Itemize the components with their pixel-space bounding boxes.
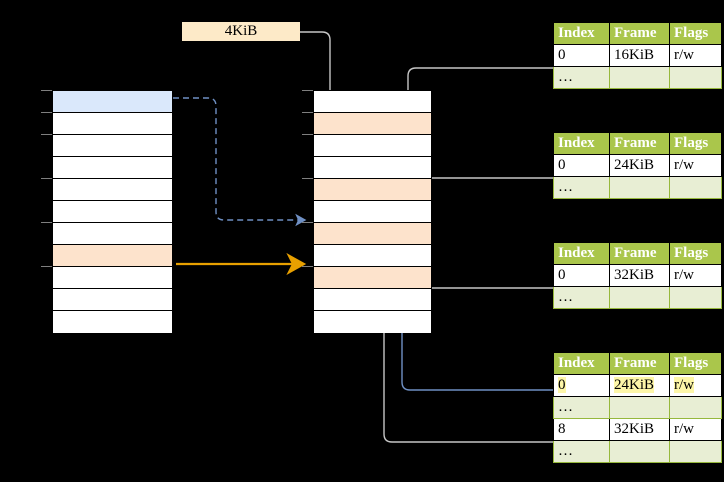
column-header-flags[interactable]: Flags: [669, 352, 722, 375]
cell-index: 0: [553, 44, 610, 67]
cell-frame: 32KiB: [609, 264, 670, 287]
column-header-frame[interactable]: Frame: [609, 22, 670, 45]
virtual-address-space-column[interactable]: [52, 90, 173, 333]
cell-index: 0: [553, 154, 610, 177]
cell-frame: [609, 440, 670, 463]
cell-index: 0: [553, 264, 610, 287]
column-header-index[interactable]: Index: [553, 352, 610, 375]
physical-frame-row-5[interactable]: [314, 201, 431, 223]
virtual-column-tick-4: [41, 178, 52, 179]
page-size-label: 4KiB: [182, 22, 300, 41]
virtual-page-row-8[interactable]: [53, 267, 172, 289]
cell-flags: r/w: [669, 154, 722, 177]
cell-flags: [669, 176, 722, 199]
physical-frame-row-8[interactable]: [314, 267, 431, 289]
physical-column-tick-2: [302, 134, 313, 135]
cell-flags: r/w: [669, 264, 722, 287]
virtual-column-tick-0: [41, 90, 52, 91]
table-row[interactable]: …: [553, 396, 722, 419]
physical-frame-row-4[interactable]: [314, 179, 431, 201]
virtual-page-row-10[interactable]: [53, 311, 172, 333]
virtual-page-row-0[interactable]: [53, 91, 172, 113]
virtual-column-tick-6: [41, 222, 52, 223]
cell-index: …: [553, 396, 610, 419]
cell-frame: [609, 176, 670, 199]
column-header-frame[interactable]: Frame: [609, 132, 670, 155]
physical-column-tick-8: [302, 266, 313, 267]
physical-address-space-column[interactable]: [313, 90, 432, 333]
wire-table3-to-physical: [417, 270, 553, 289]
virtual-page-row-1[interactable]: [53, 113, 172, 135]
table-row[interactable]: …: [553, 176, 722, 199]
virtual-page-row-4[interactable]: [53, 179, 172, 201]
physical-column-tick-4: [302, 178, 313, 179]
table-row[interactable]: …: [553, 440, 722, 463]
virtual-page-row-3[interactable]: [53, 157, 172, 179]
cell-frame: 16KiB: [609, 44, 670, 67]
cell-frame: 24KiB: [609, 374, 670, 397]
physical-frame-row-10[interactable]: [314, 311, 431, 333]
cell-flags: [669, 440, 722, 463]
cell-flags: r/w: [669, 374, 722, 397]
cell-flags: r/w: [669, 418, 722, 441]
cell-flags: [669, 396, 722, 419]
column-header-frame[interactable]: Frame: [609, 242, 670, 265]
column-header-index[interactable]: Index: [553, 22, 610, 45]
cell-frame: [609, 286, 670, 309]
physical-column-tick-0: [302, 90, 313, 91]
cell-flags: r/w: [669, 44, 722, 67]
physical-frame-row-1[interactable]: [314, 113, 431, 135]
column-header-flags[interactable]: Flags: [669, 22, 722, 45]
cell-flags: [669, 66, 722, 89]
table-row[interactable]: …: [553, 66, 722, 89]
virtual-page-row-6[interactable]: [53, 223, 172, 245]
cell-flags: [669, 286, 722, 309]
physical-frame-row-2[interactable]: [314, 135, 431, 157]
virtual-column-tick-8: [41, 266, 52, 267]
column-header-flags[interactable]: Flags: [669, 242, 722, 265]
cell-frame: 32KiB: [609, 418, 670, 441]
virtual-column-tick-1: [41, 112, 52, 113]
cell-index: …: [553, 440, 610, 463]
virtual-page-row-5[interactable]: [53, 201, 172, 223]
cell-index: 0: [553, 374, 610, 397]
physical-frame-row-0[interactable]: [314, 91, 431, 113]
column-header-index[interactable]: Index: [553, 132, 610, 155]
cell-index: …: [553, 176, 610, 199]
cell-frame: 24KiB: [609, 154, 670, 177]
physical-column-tick-1: [302, 112, 313, 113]
virtual-column-tick-2: [41, 134, 52, 135]
physical-frame-row-7[interactable]: [314, 245, 431, 267]
physical-frame-row-6[interactable]: [314, 223, 431, 245]
physical-frame-row-3[interactable]: [314, 157, 431, 179]
cell-index: 8: [553, 418, 610, 441]
virtual-page-row-2[interactable]: [53, 135, 172, 157]
wire-virtual-blue-to-physical: [173, 97, 307, 227]
cell-index: …: [553, 66, 610, 89]
column-header-flags[interactable]: Flags: [669, 132, 722, 155]
physical-column-tick-6: [302, 222, 313, 223]
virtual-page-row-7[interactable]: [53, 245, 172, 267]
physical-frame-row-9[interactable]: [314, 289, 431, 311]
column-header-frame[interactable]: Frame: [609, 352, 670, 375]
cell-index: …: [553, 286, 610, 309]
virtual-page-row-9[interactable]: [53, 289, 172, 311]
column-header-index[interactable]: Index: [553, 242, 610, 265]
table-row[interactable]: …: [553, 286, 722, 309]
cell-frame: [609, 396, 670, 419]
cell-frame: [609, 66, 670, 89]
